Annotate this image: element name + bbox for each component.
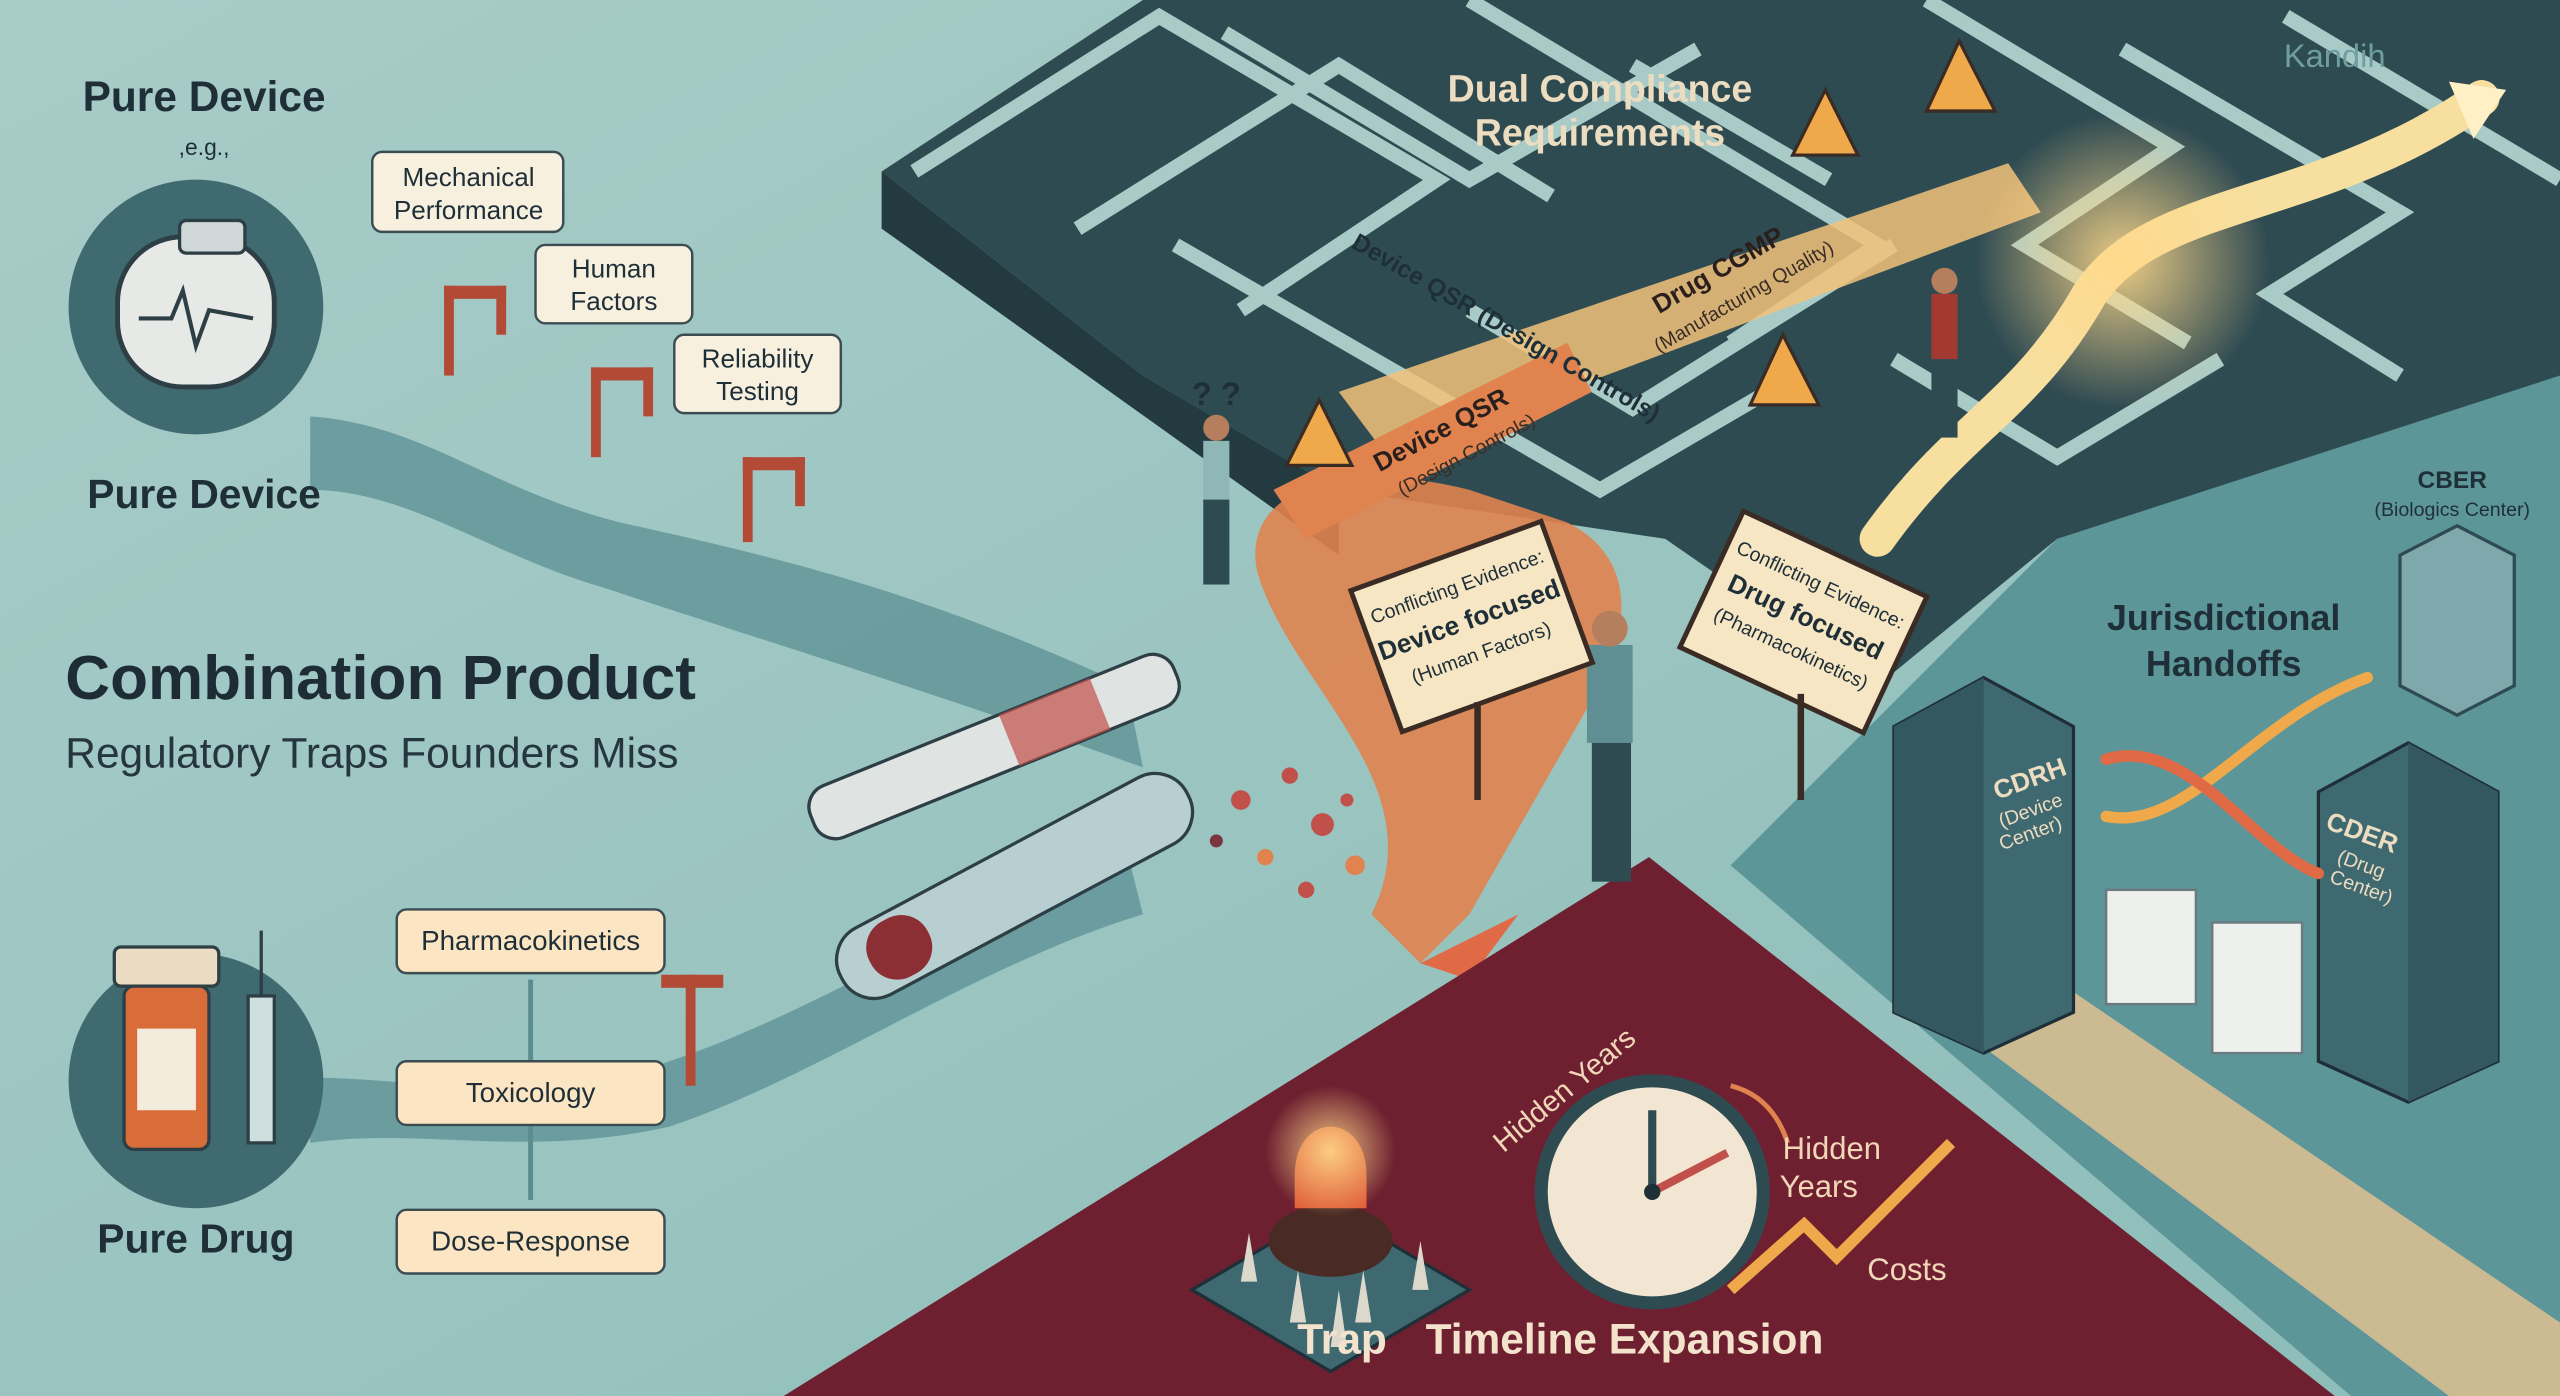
cber-sub: (Biologics Center): [2374, 499, 2530, 521]
device-test-mechanical: Mechanical Performance: [371, 150, 565, 234]
orange-arrow: [1420, 914, 1519, 980]
drug-test-toxicology: Toxicology: [395, 1060, 666, 1127]
hidden-years-label-2: Years: [1780, 1169, 1858, 1204]
sign-device-focused: Conflicting Evidence: Device focused (Hu…: [1347, 518, 1596, 735]
device-test-human-factors: Human Factors: [534, 243, 694, 325]
device-road: [310, 416, 1143, 768]
hurdle-icons: [444, 285, 805, 1086]
svg-text:Human: Human: [572, 254, 656, 284]
cber-building-icon: [2398, 523, 2516, 717]
timeline-expansion-label: Timeline Expansion: [1426, 1316, 1824, 1363]
costs-trend-arrow: [1726, 1138, 1956, 1295]
svg-text:Factors: Factors: [570, 286, 657, 316]
costs-label: Costs: [1867, 1252, 1946, 1287]
golden-arrow-head: [2448, 81, 2507, 139]
eg-label: ,e.g.,: [179, 134, 230, 160]
device-test-reliability: Reliability Testing: [673, 333, 843, 415]
svg-text:Toxicology: Toxicology: [466, 1077, 596, 1108]
jurisdictional-title: Jurisdictional: [2107, 597, 2340, 638]
dual-compliance-title: Dual Compliance: [1448, 67, 1753, 109]
clock-icon: [1534, 1074, 1770, 1310]
agency-ground: [1730, 375, 2560, 1396]
page-title: Combination Product: [65, 644, 696, 713]
drug-test-pharmacokinetics: Pharmacokinetics: [395, 908, 666, 975]
person-figures: [1203, 267, 1958, 882]
dual-compliance-title-2: Requirements: [1475, 111, 1725, 153]
cdrh-building-icon: [1892, 675, 2076, 1055]
combination-device-icons: [807, 652, 1365, 1001]
maze: [881, 0, 2560, 686]
cber-label: CBER: [2418, 467, 2488, 494]
brand-logo: Kandih: [2284, 37, 2386, 74]
jurisdictional-title-2: Handoffs: [2146, 643, 2302, 684]
pure-device-title: Pure Device: [83, 73, 326, 120]
svg-text:Dose-Response: Dose-Response: [431, 1226, 630, 1257]
pure-device-label: Pure Device: [87, 471, 321, 517]
svg-text:Testing: Testing: [716, 376, 799, 406]
pure-drug-label: Pure Drug: [97, 1215, 294, 1261]
trap-label: Trap: [1297, 1316, 1387, 1363]
pacemaker-icon: [68, 179, 324, 435]
svg-text:Pharmacokinetics: Pharmacokinetics: [421, 925, 640, 956]
cder-building-icon: [2316, 741, 2500, 1104]
pill-bottle-syringe-icon: [68, 930, 324, 1209]
hidden-years-arrow: [1729, 1083, 1791, 1144]
agency-path: [1893, 914, 2560, 1396]
question-marks: ? ?: [1192, 375, 1241, 412]
svg-text:Mechanical: Mechanical: [403, 162, 535, 192]
drug-test-dose-response: Dose-Response: [395, 1208, 666, 1275]
svg-text:Reliability: Reliability: [702, 343, 814, 373]
page-subtitle: Regulatory Traps Founders Miss: [65, 729, 678, 776]
paper-stack-icons: [2104, 888, 2304, 1055]
siren-trap-icon: [1188, 1085, 1473, 1374]
hidden-years-label: Hidden: [1783, 1131, 1881, 1166]
handoff-arrows: [2100, 671, 2374, 880]
warning-sign-icons: [1283, 37, 1998, 467]
svg-text:Performance: Performance: [394, 195, 543, 225]
